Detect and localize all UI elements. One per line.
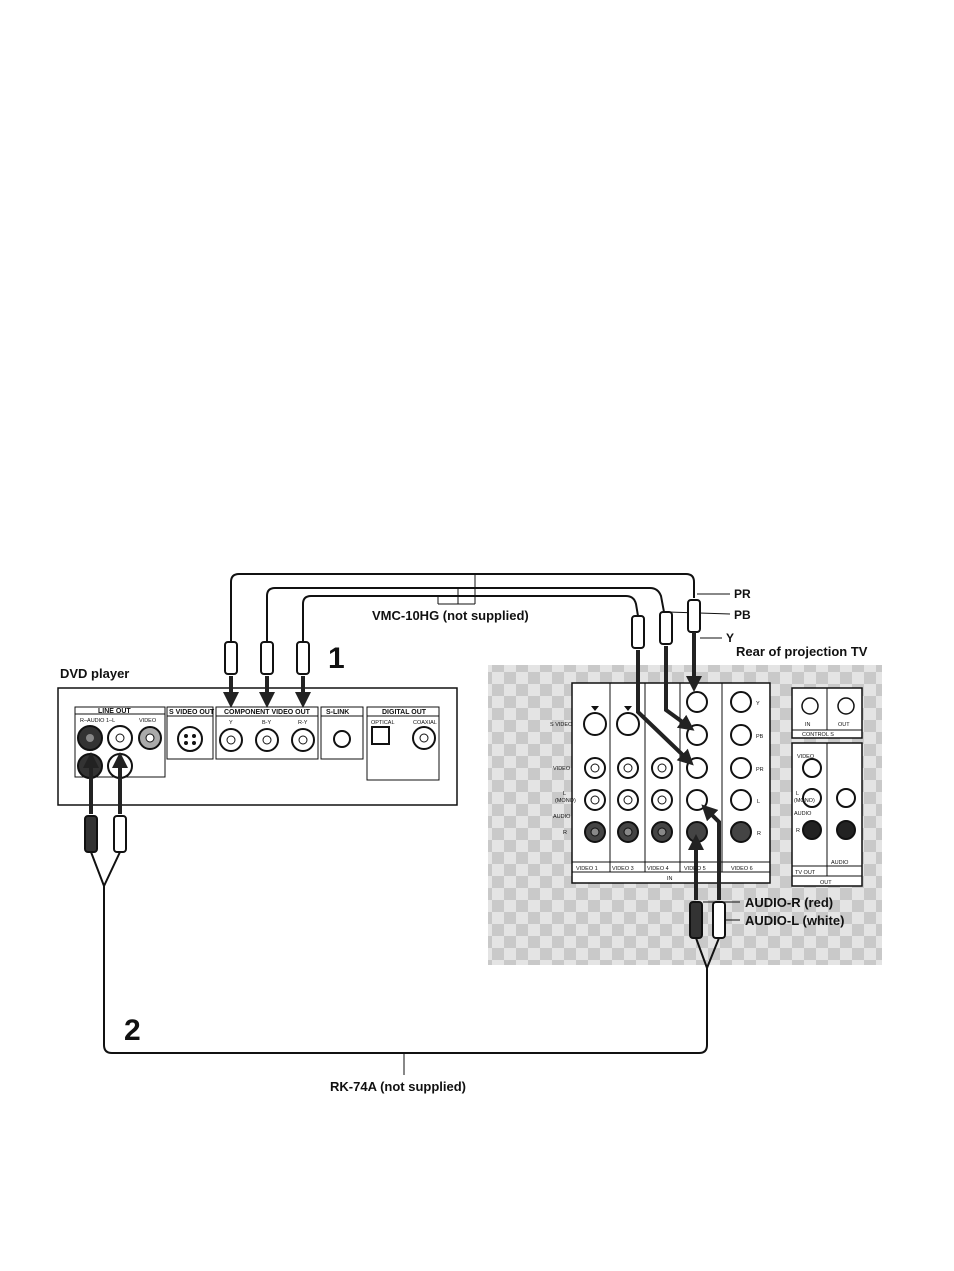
tv-video6-label: VIDEO 6	[731, 866, 753, 872]
tv-input-jack-center	[590, 763, 600, 773]
tv-input-jack-center	[623, 763, 633, 773]
tv-y-label: Y	[756, 701, 760, 707]
tv-control-in-label: IN	[805, 722, 811, 728]
tv-video3-label: VIDEO 3	[612, 866, 634, 872]
tv-pb-label: PB	[756, 734, 764, 740]
tv-input-jack-center	[623, 795, 633, 805]
audio-cable-label: RK-74A (not supplied)	[330, 1079, 466, 1094]
tv-video1-label: VIDEO 1	[576, 866, 598, 872]
plug-y-label: Y	[726, 631, 734, 645]
tv-video-row-label: VIDEO	[553, 766, 571, 772]
audio-plugs	[84, 815, 726, 939]
dvd-player-title: DVD player	[60, 666, 129, 681]
tv-out-l-label: L	[796, 791, 799, 797]
tv-video6-r-label: R	[757, 831, 761, 837]
component-arrows	[223, 632, 702, 766]
plug-audio-r-label: AUDIO-R (red)	[745, 895, 833, 910]
plug-pb-label: PB	[734, 608, 751, 622]
tv-input-jack-center	[590, 795, 600, 805]
tv-audio-label: AUDIO	[553, 814, 571, 820]
tv-tv-out-label: TV OUT	[795, 870, 816, 876]
step-one: 1	[328, 642, 345, 675]
tv-video5-label: VIDEO 5	[684, 866, 706, 872]
dvd-panel	[57, 687, 458, 806]
component-plugs	[224, 599, 701, 675]
tv-control-out-label: OUT	[838, 722, 850, 728]
tv-s-video-label: S VIDEO	[550, 722, 573, 728]
tv-in-label: IN	[667, 876, 673, 882]
tv-pr-label: PR	[756, 767, 764, 773]
tv-control-s-label: CONTROL S	[802, 732, 834, 738]
line-out-label: LINE OUT	[98, 708, 131, 715]
tv-out-video-label: VIDEO	[797, 754, 815, 760]
tv-out-r-label: R	[796, 828, 800, 834]
line-video-label: VIDEO	[139, 718, 157, 724]
r-audio-l-label: R–AUDIO 1–L	[80, 718, 115, 724]
coaxial-label: COAXIAL	[413, 720, 437, 726]
component-video-out-label: COMPONENT VIDEO OUT	[224, 709, 311, 716]
component-r-y-label: R-Y	[298, 720, 308, 726]
component-y-label: Y	[229, 720, 233, 726]
tv-input-jack-center	[657, 763, 667, 773]
tv-out-section-label: OUT	[820, 880, 832, 886]
component-cable	[230, 573, 731, 642]
tv-l-label: L	[563, 791, 566, 797]
s-link-label: S-LINK	[326, 709, 349, 716]
tv-r-label: R	[563, 830, 567, 836]
tv-out-audio-label: AUDIO	[794, 811, 812, 817]
component-b-y-label: B-Y	[262, 720, 272, 726]
tv-mono-label: (MONO)	[555, 798, 576, 804]
tv-input-jack-center	[623, 827, 633, 837]
tv-input-jack-center	[657, 795, 667, 805]
plug-audio-l-label: AUDIO-L (white)	[745, 913, 844, 928]
tv-input-jack-center	[590, 827, 600, 837]
optical-label: OPTICAL	[371, 720, 395, 726]
audio-cable	[90, 851, 740, 1075]
digital-out-label: DIGITAL OUT	[382, 709, 427, 716]
step-two: 2	[124, 1014, 141, 1047]
component-cable-label: VMC-10HG (not supplied)	[372, 608, 529, 623]
s-video-out-label: S VIDEO OUT	[169, 709, 215, 716]
plug-pr-label: PR	[734, 587, 751, 601]
tv-out-mono-label: (MONO)	[794, 798, 815, 804]
tv-video6-l-label: L	[757, 799, 760, 805]
tv-input-jack-center	[657, 827, 667, 837]
tv-audio-varfixed-label: AUDIO	[831, 860, 849, 866]
tv-video4-label: VIDEO 4	[647, 866, 669, 872]
tv-title: Rear of projection TV	[736, 644, 868, 659]
audio-arrows	[83, 752, 721, 900]
